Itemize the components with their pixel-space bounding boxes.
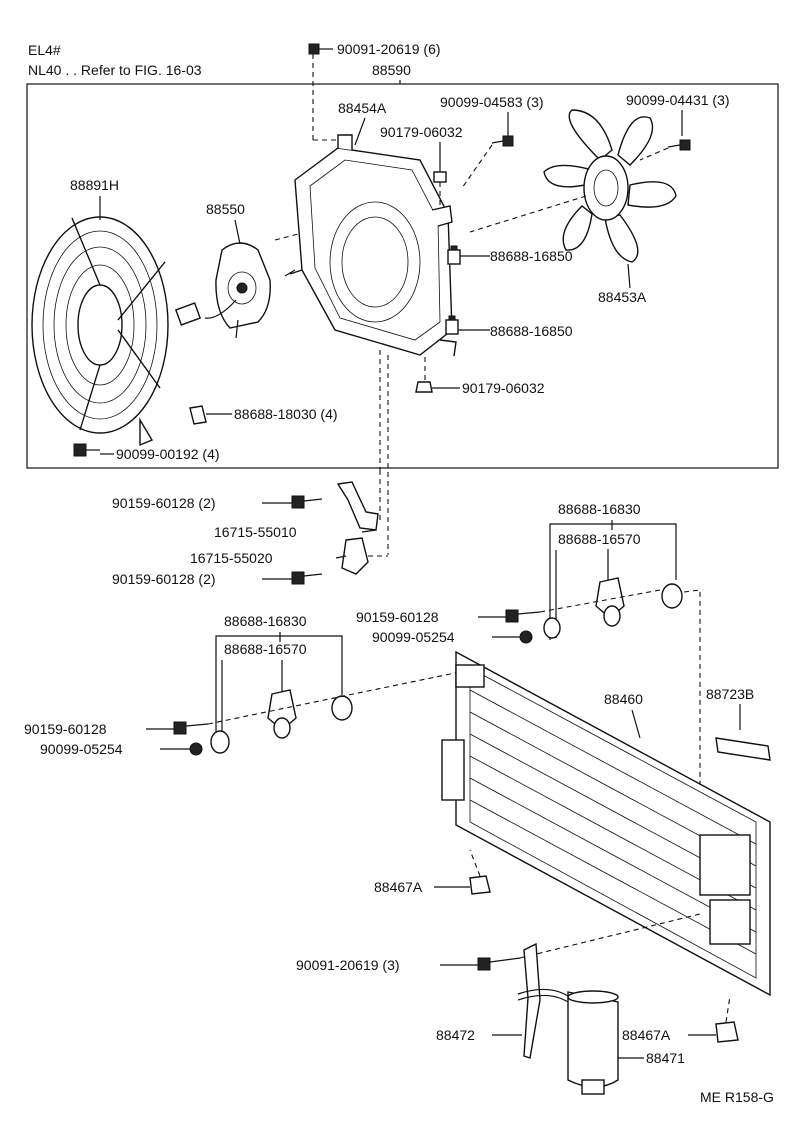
r-washer-label: 90099-05254 [372, 629, 455, 645]
fan-shroud-icon [284, 134, 457, 357]
grommet-upper-label: 88688-16850 [490, 248, 573, 264]
r-bolt-icon [505, 609, 541, 623]
r-bracket-icon [595, 577, 625, 627]
nut-bottom-icon [415, 381, 433, 393]
r-cushion-2-label: 88688-16570 [558, 531, 641, 547]
bolt-a-icon [491, 135, 514, 147]
bolt-bottom-label: 90091-20619 (3) [296, 957, 400, 973]
dryer-label: 88471 [646, 1050, 685, 1066]
top-bolt-icon [308, 43, 333, 55]
l-bracket-icon [267, 689, 297, 739]
fan-label: 88453A [598, 289, 647, 305]
l-bolt-label: 90159-60128 [24, 721, 107, 737]
fan-guard-icon [31, 216, 169, 447]
bolt-br1-label: 90159-60128 (2) [112, 495, 216, 511]
bolt-a-label: 90099-04583 (3) [440, 94, 544, 110]
screw-bottom-icon [73, 443, 100, 457]
dryer-bracket-icon [517, 942, 569, 1059]
bolt-br1-icon [291, 495, 323, 509]
mount-right-icon [715, 1021, 739, 1043]
bolt-b-icon [667, 139, 691, 151]
fan-motor-icon [174, 242, 271, 339]
l-cushion-2-label: 88688-16570 [224, 641, 307, 657]
mount-left-label: 88467A [374, 879, 423, 895]
screw-bottom-label: 90099-00192 (4) [116, 446, 220, 462]
assembly-frame [26, 83, 779, 469]
r-cushion-icon [543, 583, 683, 639]
grommet-lower-label: 88688-16850 [490, 323, 573, 339]
bolt-bottom-icon [477, 957, 521, 971]
guard-label: 88891H [70, 177, 119, 193]
dryer-bracket-label: 88472 [436, 1027, 475, 1043]
r-bolt-label: 90159-60128 [356, 609, 439, 625]
top-callout-label: 90091-20619 (6) [337, 41, 441, 57]
header-line-1: EL4# [28, 42, 61, 58]
nut-top-icon [433, 171, 447, 183]
seal-icon [715, 737, 771, 761]
grommet-upper-icon [447, 245, 461, 265]
bolt-br2-icon [291, 571, 323, 585]
bracket-1-icon [336, 481, 379, 531]
motor-label: 88550 [206, 201, 245, 217]
clip-icon [189, 405, 207, 425]
bolt-br2-label: 90159-60128 (2) [112, 571, 216, 587]
r-cushion-1-label: 88688-16830 [558, 501, 641, 517]
mount-left-icon [469, 875, 491, 895]
l-washer-icon [189, 742, 203, 756]
header-line-2: NL40 . . Refer to FIG. 16-03 [28, 62, 202, 78]
shroud-label: 88454A [338, 100, 387, 116]
bolt-b-label: 90099-04431 (3) [626, 92, 730, 108]
grommet-lower-icon [445, 315, 459, 335]
group-label: 88590 [372, 62, 411, 78]
r-washer-icon [519, 630, 533, 644]
l-bolt-icon [173, 721, 209, 735]
seal-label: 88723B [706, 686, 754, 702]
bracket1-label: 16715-55010 [214, 524, 297, 540]
clip-label: 88688-18030 (4) [234, 406, 338, 422]
nut-top-label: 90179-06032 [380, 124, 463, 140]
dryer-icon [567, 990, 619, 1095]
footer-code: ME R158-G [700, 1089, 774, 1105]
condenser-icon [441, 650, 771, 997]
mount-right-label: 88467A [622, 1027, 671, 1043]
l-washer-label: 90099-05254 [40, 741, 123, 757]
nut-bottom-label: 90179-06032 [462, 380, 545, 396]
fan-blade-icon [543, 109, 677, 263]
bracket-2-icon [341, 537, 369, 575]
bracket2-label: 16715-55020 [190, 550, 273, 566]
condenser-label: 88460 [604, 691, 643, 707]
l-cushion-icon [210, 695, 353, 754]
l-cushion-1-label: 88688-16830 [224, 613, 307, 629]
